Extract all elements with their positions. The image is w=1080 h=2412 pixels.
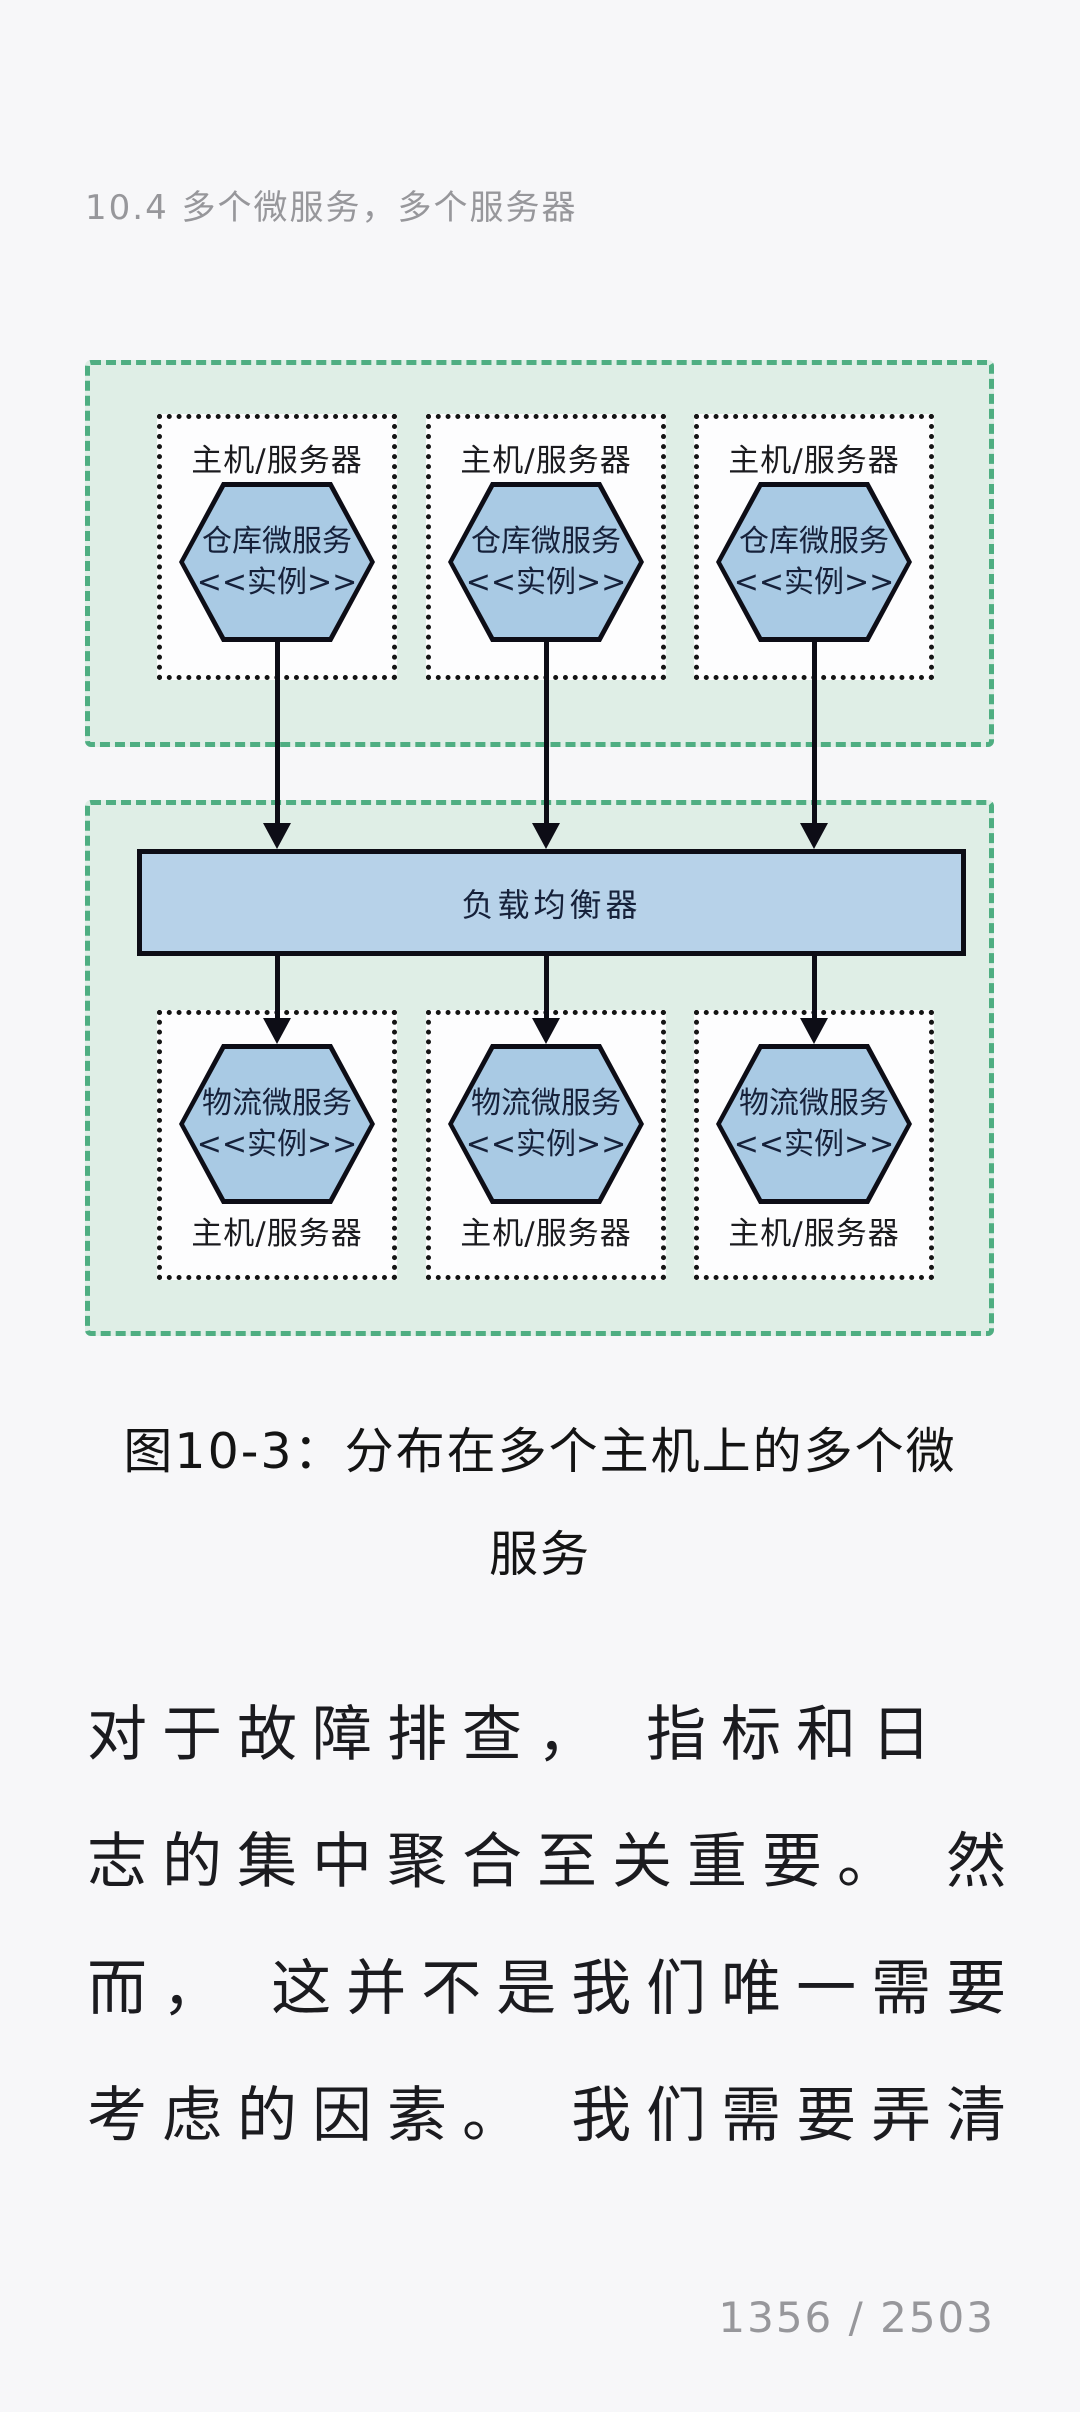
host-server-label: 主机/服务器 xyxy=(728,443,900,479)
host-server-label: 主机/服务器 xyxy=(728,1216,900,1252)
warehouse-microservice-hexagon: 仓库微服务 <<实例>> xyxy=(448,482,644,642)
hexagon-label: 仓库微服务 <<实例>> xyxy=(721,487,907,637)
hexagon-label: 物流微服务 <<实例>> xyxy=(184,1049,370,1199)
hexagon-label-line1: 物流微服务 xyxy=(202,1086,352,1121)
load-balancer-box: 负载均衡器 xyxy=(137,849,966,956)
connector-line xyxy=(812,956,817,1018)
hexagon-label-line2: <<实例>> xyxy=(733,1127,895,1162)
figure-caption: 图10-3：分布在多个主机上的多个微 服务 xyxy=(0,1400,1080,1606)
arrow-down-icon xyxy=(263,1018,291,1044)
connector-line xyxy=(275,642,280,824)
arrow-down-icon xyxy=(800,1018,828,1044)
hexagon-label-line2: <<实例>> xyxy=(733,565,895,600)
connector-line xyxy=(544,642,549,824)
hexagon-label: 仓库微服务 <<实例>> xyxy=(453,487,639,637)
hexagon-label-line1: 仓库微服务 xyxy=(471,524,621,559)
logistics-microservice-hexagon: 物流微服务 <<实例>> xyxy=(448,1044,644,1204)
logistics-microservice-hexagon: 物流微服务 <<实例>> xyxy=(716,1044,912,1204)
hexagon-label: 物流微服务 <<实例>> xyxy=(453,1049,639,1199)
connector-line xyxy=(275,956,280,1018)
figure-caption-line2: 服务 xyxy=(488,1526,591,1583)
hexagon-label-line2: <<实例>> xyxy=(196,1127,358,1162)
section-header-title: 10.4 多个微服务，多个服务器 xyxy=(85,188,578,228)
body-paragraph: 对于故障排查， 指标和日 志的集中聚合至关重要。 然 而， 这并不是我们唯一需要… xyxy=(87,1672,1007,2180)
hexagon-label-line2: <<实例>> xyxy=(196,565,358,600)
hexagon-label: 仓库微服务 <<实例>> xyxy=(184,487,370,637)
figure-caption-line1: 图10-3：分布在多个主机上的多个微 xyxy=(123,1423,957,1480)
arrow-down-icon xyxy=(800,823,828,849)
host-server-label: 主机/服务器 xyxy=(191,1216,363,1252)
body-line: 志的集中聚合至关重要。 然 xyxy=(87,1827,1022,1897)
page-position-indicator: 1356 / 2503 xyxy=(718,2293,995,2342)
warehouse-microservice-hexagon: 仓库微服务 <<实例>> xyxy=(179,482,375,642)
connector-line xyxy=(812,642,817,824)
hexagon-label-line2: <<实例>> xyxy=(465,1127,627,1162)
hexagon-label-line1: 物流微服务 xyxy=(471,1086,621,1121)
arrow-down-icon xyxy=(532,1018,560,1044)
body-line: 而， 这并不是我们唯一需要 xyxy=(87,1954,1022,2024)
hexagon-label-line1: 仓库微服务 xyxy=(202,524,352,559)
hexagon-label: 物流微服务 <<实例>> xyxy=(721,1049,907,1199)
host-server-label: 主机/服务器 xyxy=(460,1216,632,1252)
logistics-microservice-hexagon: 物流微服务 <<实例>> xyxy=(179,1044,375,1204)
host-server-label: 主机/服务器 xyxy=(191,443,363,479)
hexagon-label-line1: 物流微服务 xyxy=(739,1086,889,1121)
host-server-label: 主机/服务器 xyxy=(460,443,632,479)
hexagon-label-line1: 仓库微服务 xyxy=(739,524,889,559)
body-line: 对于故障排查， 指标和日 xyxy=(87,1700,947,1770)
arrow-down-icon xyxy=(263,823,291,849)
arrow-down-icon xyxy=(532,823,560,849)
body-line: 考虑的因素。 我们需要弄清 xyxy=(87,2081,1022,2151)
connector-line xyxy=(544,956,549,1018)
warehouse-microservice-hexagon: 仓库微服务 <<实例>> xyxy=(716,482,912,642)
hexagon-label-line2: <<实例>> xyxy=(465,565,627,600)
